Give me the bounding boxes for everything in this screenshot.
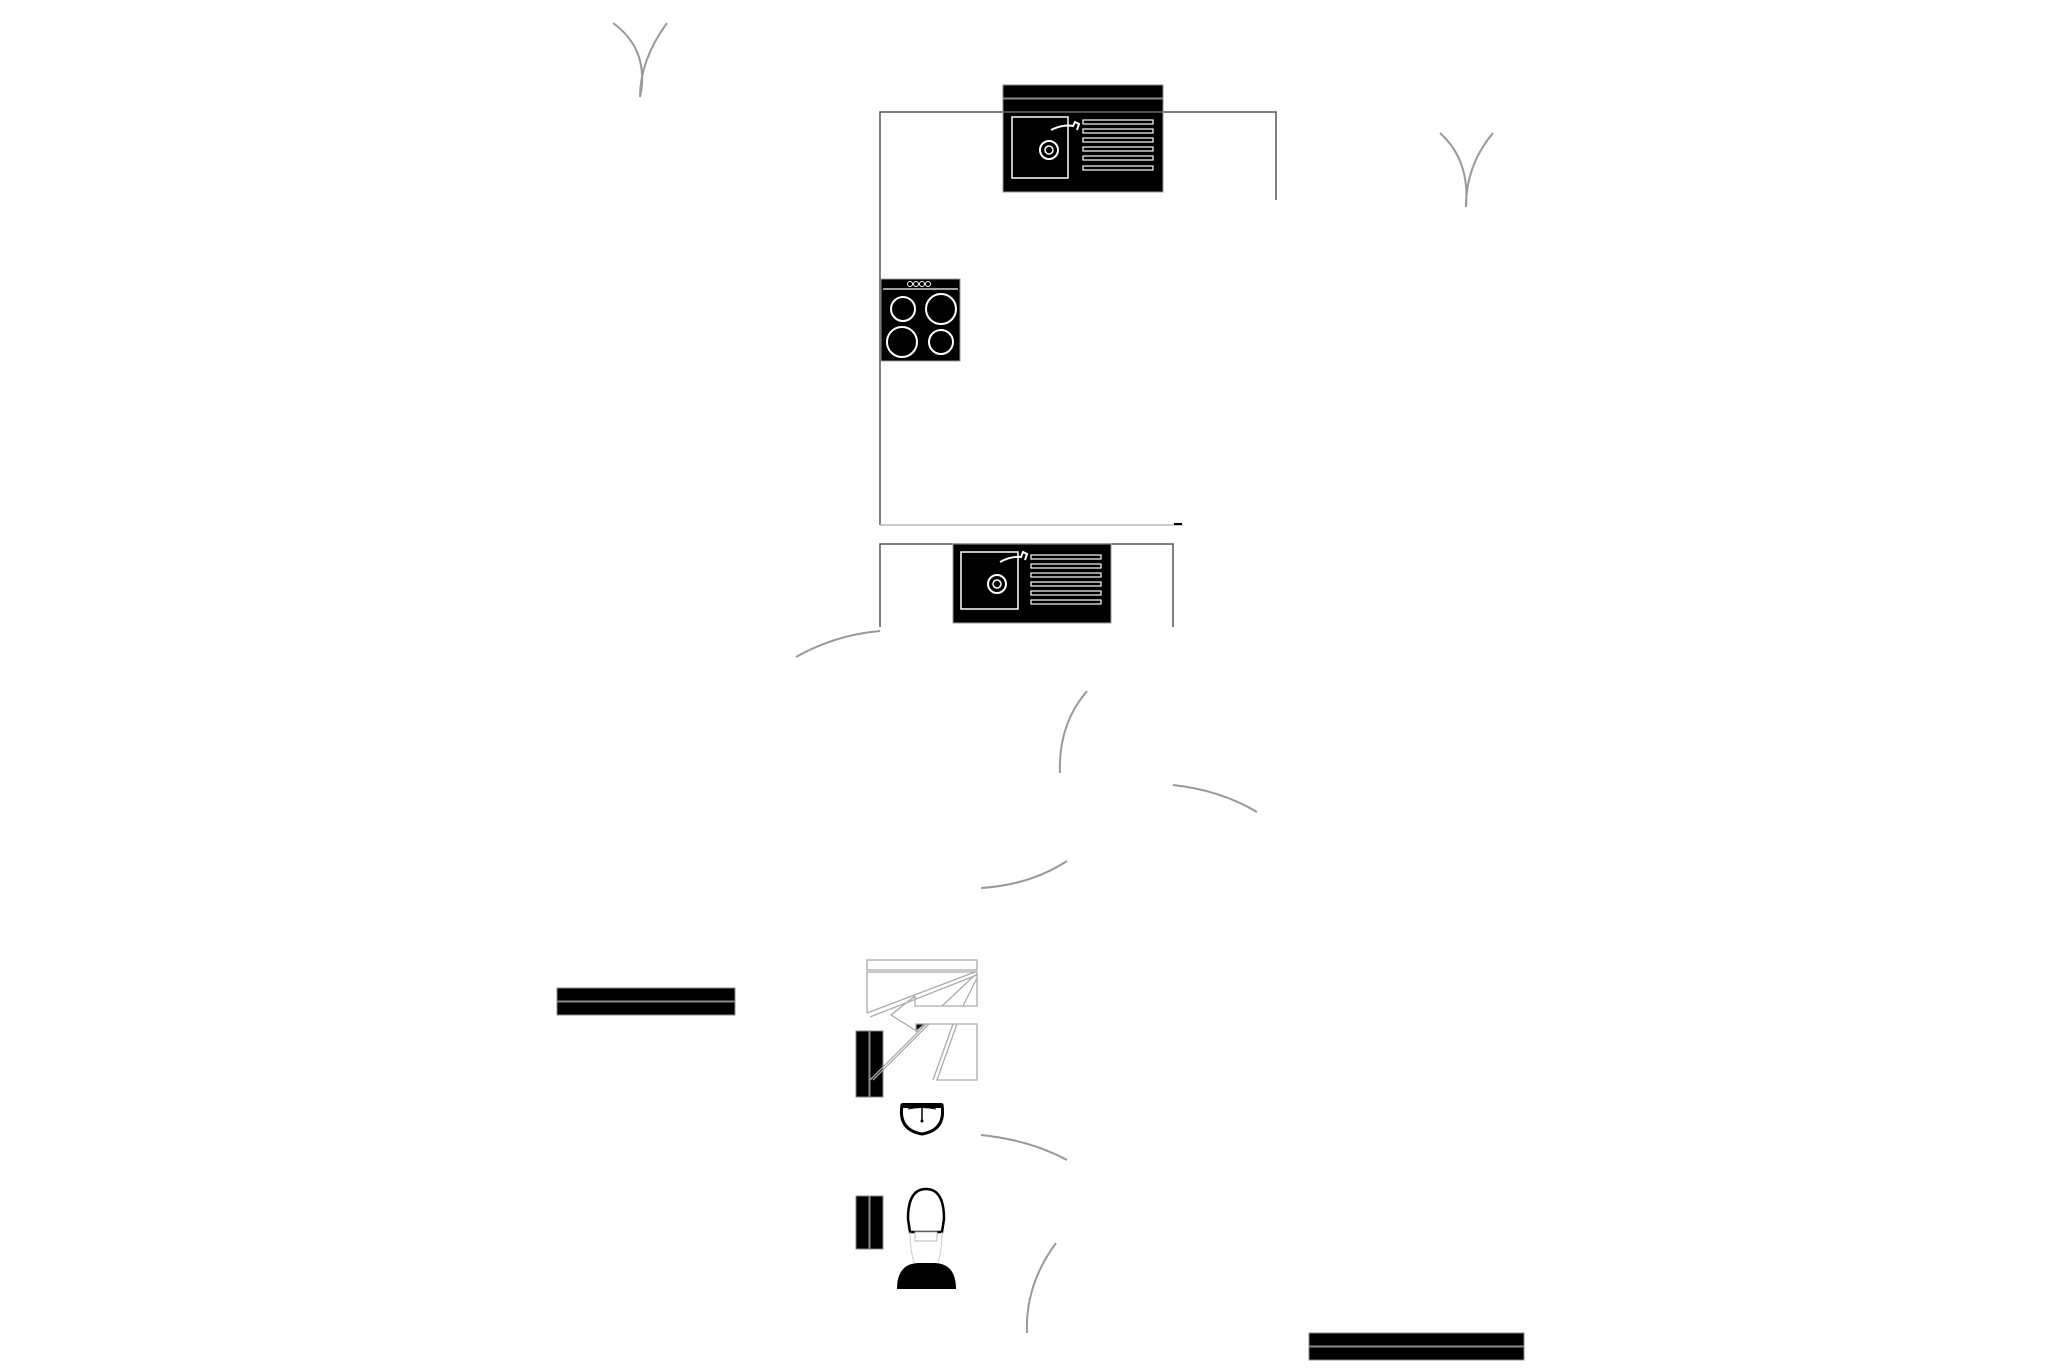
door-swing-icon — [1172, 784, 1258, 813]
window-icon — [855, 1195, 884, 1250]
stove-icon — [880, 278, 961, 362]
washbasin-icon — [899, 1103, 945, 1136]
door-swing-icon — [795, 630, 881, 658]
door-swing-icon — [1439, 132, 1494, 208]
door-swing-icon — [612, 22, 668, 98]
window-icon — [1308, 1332, 1525, 1361]
door-swing-icon — [1058, 690, 1088, 774]
window-icon — [1002, 84, 1164, 113]
toilet-icon — [897, 1187, 956, 1289]
door-swing-icon — [980, 1134, 1068, 1161]
door-swing-icon — [980, 860, 1068, 889]
kitchen-sink-icon — [952, 543, 1112, 624]
door-swing-icon — [1025, 1242, 1057, 1334]
shower-icon — [866, 959, 978, 1081]
window-icon — [855, 1030, 884, 1098]
kitchen-sink-icon — [1002, 111, 1164, 193]
window-icon — [556, 987, 736, 1016]
